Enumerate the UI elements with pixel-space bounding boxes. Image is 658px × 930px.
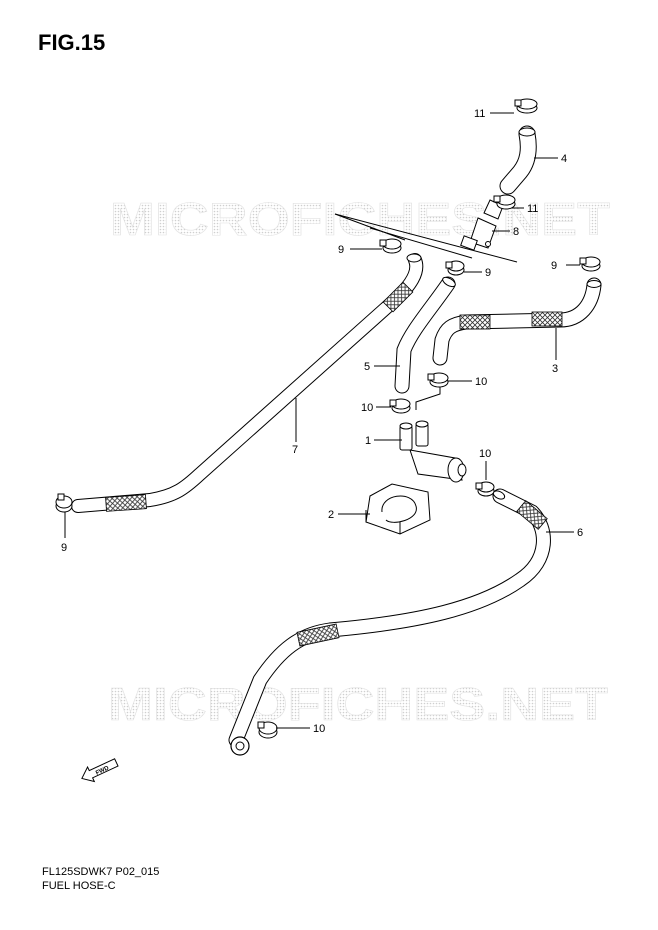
reference-lines xyxy=(334,213,518,263)
watermark-bottom: MICROFICHES.NET xyxy=(108,678,608,730)
clamp-10-mid xyxy=(427,372,449,388)
callout-6: 6 xyxy=(577,527,583,539)
callout-11-mid: 11 xyxy=(527,203,538,215)
callout-10-mid: 10 xyxy=(475,376,487,388)
callout-3: 3 xyxy=(552,363,558,375)
callout-5: 5 xyxy=(364,361,370,373)
bracket-2 xyxy=(365,483,431,535)
joint-8 xyxy=(460,199,504,251)
figure-name: FUEL HOSE-C xyxy=(42,880,116,892)
callout-7: 7 xyxy=(292,444,298,456)
callout-9-left-top: 9 xyxy=(338,244,344,256)
callout-10-bottom: 10 xyxy=(313,723,325,735)
callout-9-right: 9 xyxy=(551,260,557,272)
clamp-9-right xyxy=(579,256,601,272)
clamp-10-right xyxy=(475,481,495,497)
hose-7 xyxy=(71,253,424,513)
callout-9-left-bottom: 9 xyxy=(61,542,67,554)
figure-code: FL125SDWK7 P02_015 xyxy=(42,866,160,878)
hose-5 xyxy=(394,276,456,394)
leader-lines xyxy=(64,112,580,729)
clamp-9-left-bottom xyxy=(55,493,73,513)
callout-2: 2 xyxy=(328,509,334,521)
callout-10-left: 10 xyxy=(361,402,373,414)
callout-4: 4 xyxy=(561,153,567,165)
callout-10-right: 10 xyxy=(479,448,491,460)
callout-11-top: 11 xyxy=(474,108,485,120)
watermark-top: MICROFICHES.NET xyxy=(110,193,610,245)
clamp-9-left-top xyxy=(379,238,402,254)
clamp-11-top xyxy=(514,98,538,114)
fwd-arrow-icon: FWD xyxy=(81,758,119,783)
clamp-10-left xyxy=(389,398,411,414)
callout-10-upper: 9 xyxy=(485,267,491,279)
clamp-10-mid-upper xyxy=(445,260,465,276)
hose-6 xyxy=(228,488,551,756)
callout-1: 1 xyxy=(365,435,371,447)
clamp-10-bottom xyxy=(257,721,278,739)
figure-title: FIG.15 xyxy=(38,30,106,55)
fwd-label: FWD xyxy=(95,765,111,776)
hose-4 xyxy=(499,125,537,195)
joint-1 xyxy=(399,382,467,483)
callout-8: 8 xyxy=(513,226,519,238)
hose-3 xyxy=(432,277,602,366)
clamp-11-mid xyxy=(493,194,516,210)
